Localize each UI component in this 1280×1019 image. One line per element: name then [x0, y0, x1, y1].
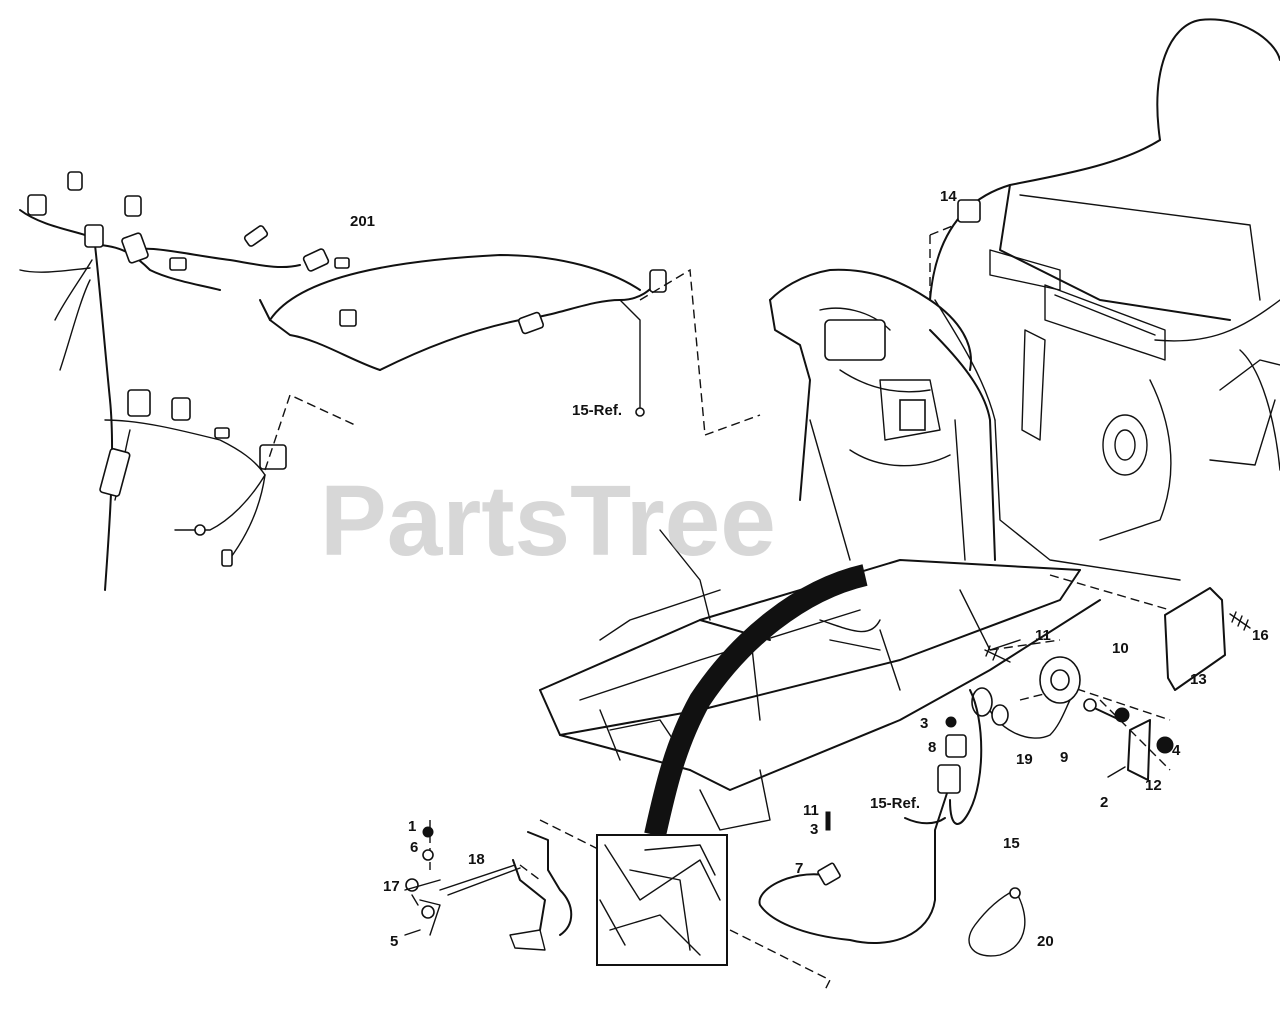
callout-8: 8	[928, 739, 936, 756]
callout-10: 10	[1112, 640, 1129, 657]
callout-3-right: 3	[920, 715, 928, 732]
detail-inset	[596, 834, 728, 966]
callout-9: 9	[1060, 749, 1068, 766]
callout-15-ref-top: 15-Ref.	[572, 402, 622, 419]
callout-5: 5	[390, 933, 398, 950]
callout-20: 20	[1037, 933, 1054, 950]
callout-7: 7	[795, 860, 803, 877]
callout-15: 15	[1003, 835, 1020, 852]
callout-2: 2	[1100, 794, 1108, 811]
callout-11-mid: 11	[803, 802, 819, 819]
callout-6: 6	[410, 839, 418, 856]
callout-4: 4	[1172, 742, 1181, 759]
callout-13: 13	[1190, 671, 1207, 688]
callout-12: 12	[1145, 777, 1162, 794]
callout-3-mid: 3	[810, 821, 818, 838]
watermark-text: PartsTree	[320, 465, 776, 577]
bottom-left-parts	[404, 826, 573, 951]
callout-14: 14	[940, 188, 957, 205]
battery-cable	[644, 564, 868, 838]
callout-17: 17	[383, 878, 400, 895]
callout-18: 18	[468, 851, 485, 868]
reference-leader-lines	[264, 224, 1171, 991]
right-side-components	[758, 199, 1251, 957]
callout-19: 19	[1016, 751, 1033, 768]
dashboard-tower	[769, 268, 996, 561]
callout-11-right: 11	[1035, 627, 1051, 644]
callout-1: 1	[408, 818, 416, 835]
seat-fender-body	[929, 18, 1280, 581]
callout-15-ref-bottom: 15-Ref.	[870, 795, 920, 812]
wiring-harness-main	[19, 171, 667, 591]
callout-labels: 201 15-Ref. 14 16 13 10 11 3 8 19 9 4 12…	[350, 188, 1269, 950]
callout-16: 16	[1252, 627, 1269, 644]
callout-201: 201	[350, 213, 375, 230]
tractor-frame	[539, 529, 1101, 831]
